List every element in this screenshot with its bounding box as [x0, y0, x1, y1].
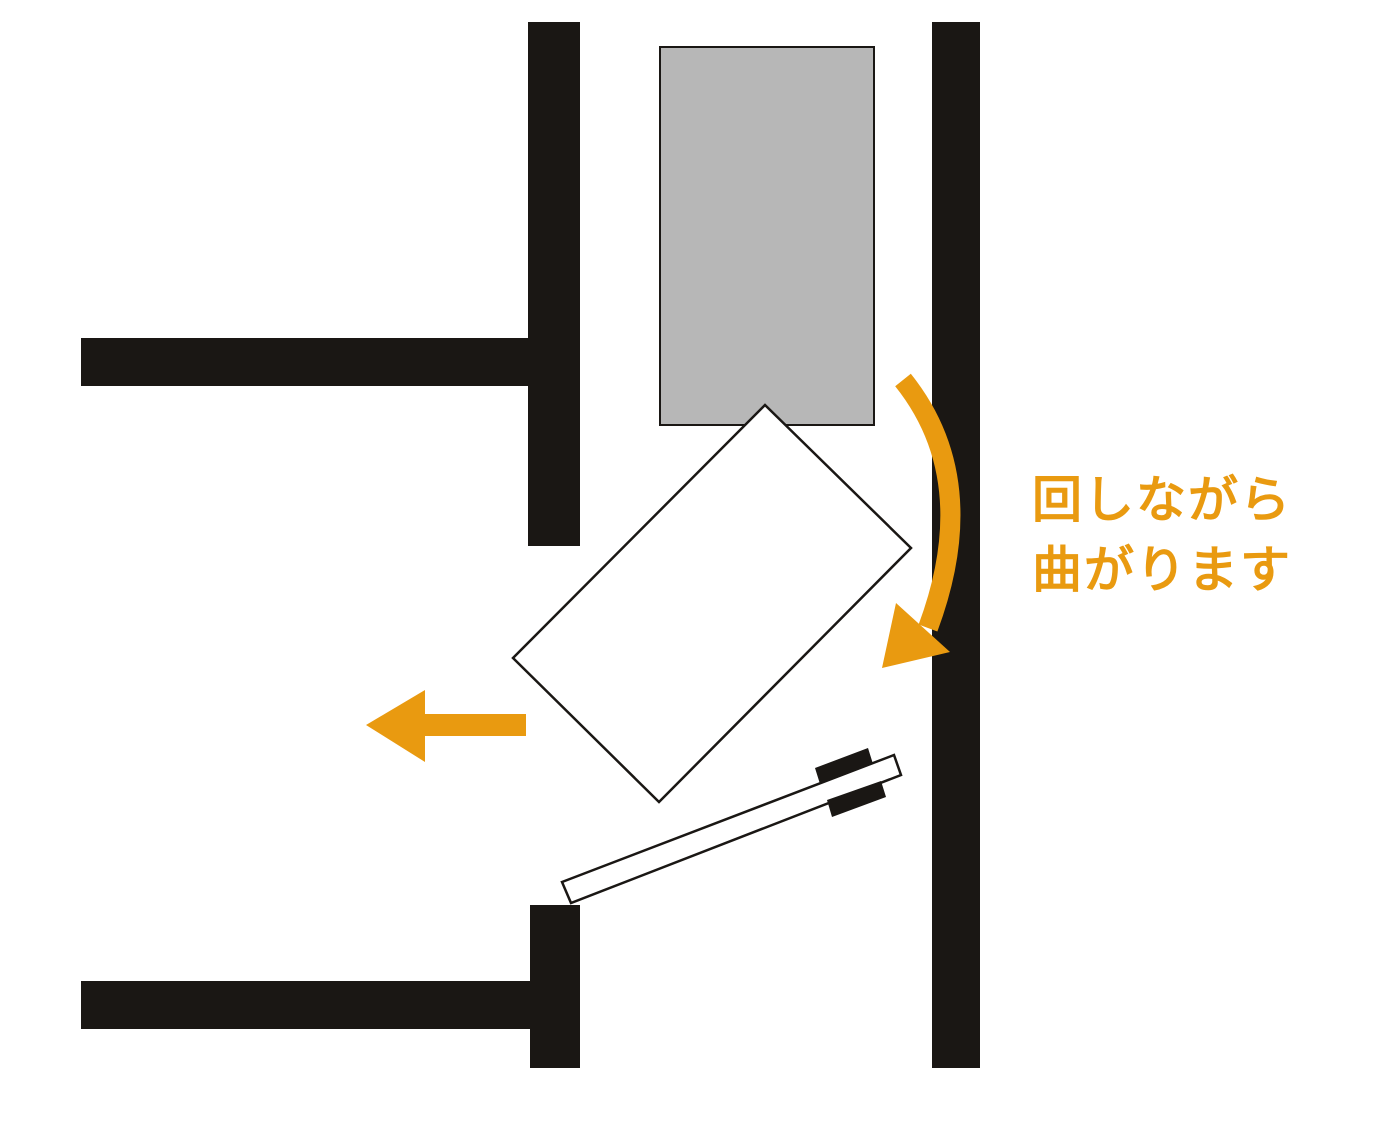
door-hinge-upper [815, 748, 873, 784]
door [560, 748, 903, 905]
caption: 回しながら 曲がります [1032, 471, 1292, 599]
curved-arrow-head [882, 603, 950, 668]
left-arrow-shaft [420, 714, 526, 736]
furniture-block [659, 46, 875, 426]
door-panel [560, 753, 903, 905]
left-arrow-head [366, 690, 425, 762]
caption-line-2: 曲がります [1032, 541, 1292, 599]
left-arrow-icon [366, 690, 526, 762]
rotating-furniture [511, 403, 913, 804]
walls [81, 22, 980, 1068]
curved-arrow-icon [882, 373, 961, 668]
door-hinge-lower [827, 781, 886, 817]
caption-line-1: 回しながら [1032, 471, 1292, 529]
room-upper-wall [81, 338, 551, 386]
corridor-left-wall-upper [528, 22, 580, 546]
curved-arrow-shaft [895, 373, 961, 632]
room-lower-wall [81, 981, 551, 1029]
